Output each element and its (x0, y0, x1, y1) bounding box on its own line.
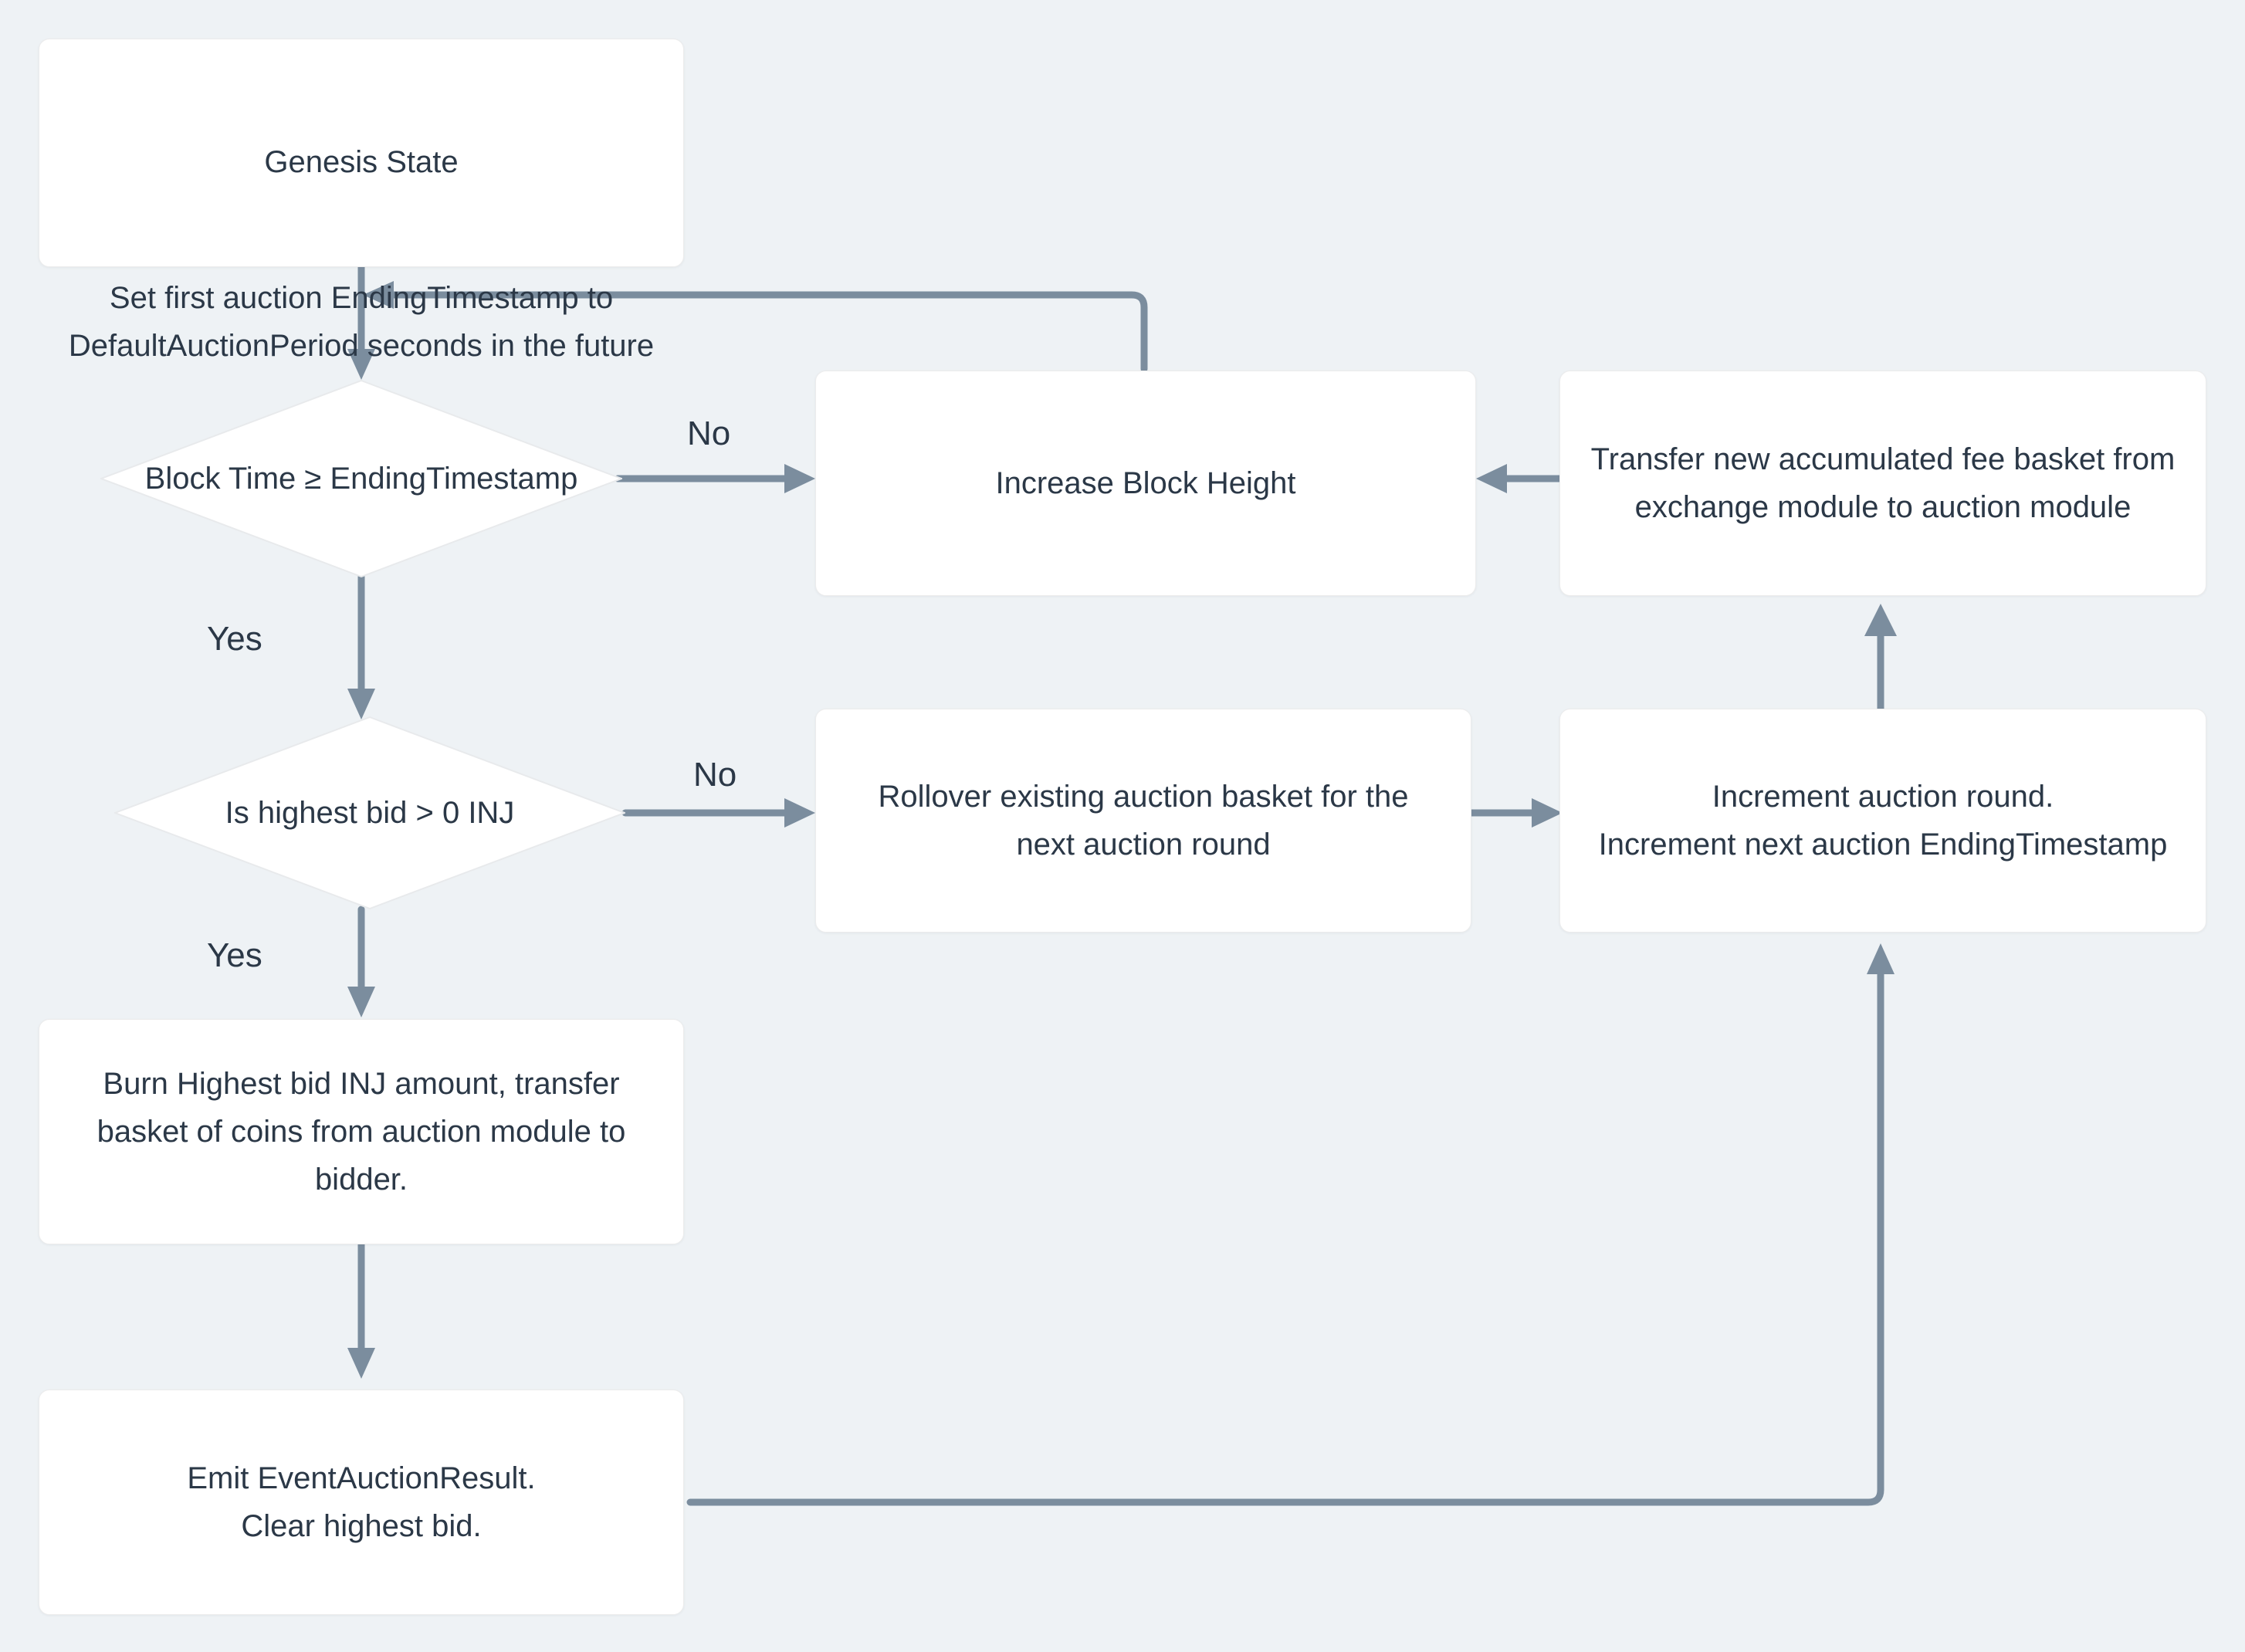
edge-label-block-time-no: No (687, 415, 731, 452)
edge-blockheight-loopback (376, 291, 1148, 373)
genesis-body: Set first auction EndingTimestamp to Def… (68, 281, 655, 363)
increase-block-height-label: Increase Block Height (995, 466, 1296, 500)
node-increase-block-height[interactable]: Increase Block Height (815, 371, 1476, 596)
arrow-head-blocktime-no (784, 464, 815, 493)
arrow-head-emit-loopback (1867, 943, 1895, 974)
node-transfer-fee-basket[interactable]: Transfer new accumulated fee basket from… (1559, 371, 2206, 596)
node-emit-result[interactable]: Emit EventAuctionResult. Clear highest b… (39, 1390, 684, 1615)
node-decision-highest-bid[interactable]: Is highest bid > 0 INJ (114, 716, 625, 909)
arrow-head-rollover-to-increment (1532, 798, 1563, 828)
node-burn-bid[interactable]: Burn Highest bid INJ amount, transfer ba… (39, 1019, 684, 1244)
node-genesis-state[interactable]: Genesis State Set first auction EndingTi… (39, 39, 684, 363)
emit-result-label: Emit EventAuctionResult. Clear highest b… (187, 1461, 536, 1543)
arrow-head-blocktime-yes (347, 689, 375, 719)
edge-label-highest-bid-no: No (693, 756, 737, 794)
arrow-head-burn-to-emit (347, 1348, 375, 1379)
edge-label-block-time-yes: Yes (207, 620, 262, 658)
node-rollover-basket[interactable]: Rollover existing auction basket for the… (815, 709, 1471, 933)
genesis-title: Genesis State (264, 145, 459, 179)
arrow-head-transfer-to-blockheight (1476, 464, 1507, 493)
arrow-head-increment-to-transfer (1864, 604, 1897, 636)
arrow-head-highestbid-yes (347, 987, 375, 1017)
node-decision-block-time[interactable]: Block Time ≥ EndingTimestamp (100, 380, 622, 577)
diamond-shape-block-time (100, 380, 622, 577)
diamond-shape-highest-bid (114, 716, 625, 909)
rollover-basket-label: Rollover existing auction basket for the… (878, 780, 1409, 862)
arrow-head-blockheight-loopback (363, 281, 394, 309)
edge-label-highest-bid-yes: Yes (207, 936, 262, 974)
burn-bid-label: Burn Highest bid INJ amount, transfer ba… (97, 1067, 626, 1197)
arrow-head-genesis-to-blocktime (347, 349, 375, 380)
transfer-fee-basket-label: Transfer new accumulated fee basket from… (1590, 442, 2176, 524)
increment-round-label: Increment auction round. Increment next … (1598, 780, 2168, 862)
node-increment-round[interactable]: Increment auction round. Increment next … (1559, 709, 2206, 933)
arrow-head-highestbid-no (784, 798, 815, 828)
edge-emit-loopback (686, 963, 1884, 1506)
genesis-inner: Genesis State Set first auction EndingTi… (66, 90, 657, 418)
